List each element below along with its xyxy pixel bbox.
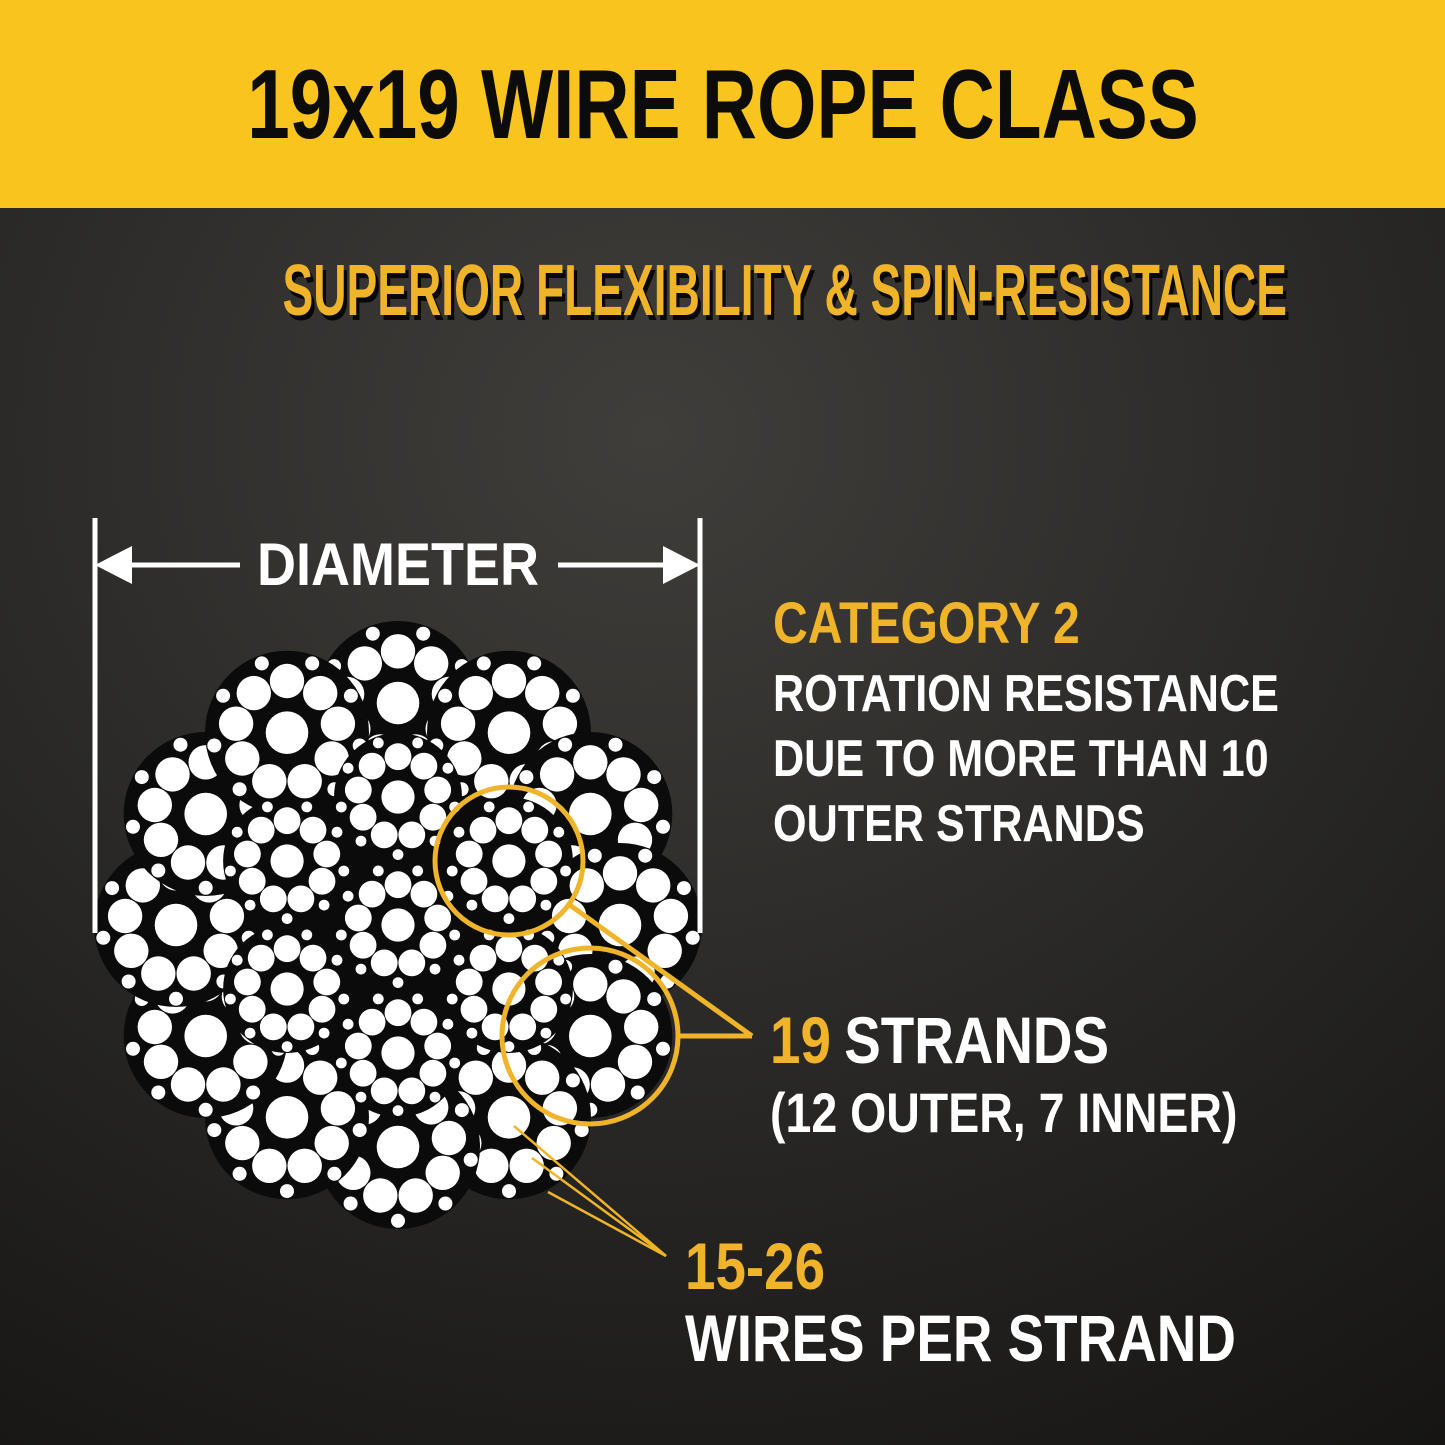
strand-pointer-line-1 — [565, 900, 754, 1039]
wire-pointer-line-2 — [531, 1156, 667, 1258]
strand-highlight-circle-inner — [432, 784, 586, 938]
page-title-text: 19x19 WIRE ROPE CLASS — [246, 48, 1199, 159]
wire-pointer-lines — [513, 1125, 667, 1258]
diameter-label-text: DIAMETER — [256, 531, 540, 598]
diameter-label: DIAMETER — [241, 530, 554, 599]
category-line-3-text: OUTER STRANDS — [773, 795, 1145, 853]
arrowhead-left-icon — [95, 546, 132, 584]
strands-breakdown-text: (12 OUTER, 7 INNER) — [770, 1081, 1238, 1144]
strand-pointer-lines — [565, 900, 754, 1039]
header-banner: 19x19 WIRE ROPE CLASS — [0, 0, 1445, 208]
page-title: 19x19 WIRE ROPE CLASS — [113, 48, 1333, 161]
arrowhead-right-icon — [663, 546, 700, 584]
category-description-line: ROTATION RESISTANCE — [773, 664, 1383, 724]
category-line-1-text: ROTATION RESISTANCE — [773, 665, 1279, 723]
category-title-text: CATEGORY 2 — [773, 591, 1080, 656]
category-description-line: DUE TO MORE THAN 10 — [773, 729, 1370, 789]
strands-count-label: STRANDS — [844, 1003, 1110, 1077]
wires-per-strand-value-text: 15-26 — [685, 1229, 826, 1303]
subtitle: SUPERIOR FLEXIBILITY & SPIN-RESISTANCE — [0, 250, 1445, 332]
wires-per-strand-label-text: WIRES PER STRAND — [685, 1301, 1236, 1375]
wire-pointer-line-3 — [547, 1190, 667, 1258]
rope-cross-section — [94, 621, 702, 1229]
diameter-dimension — [92, 518, 703, 933]
wires-per-strand-value: 15-26 — [685, 1228, 854, 1304]
strands-count-value: 19 — [770, 1003, 831, 1077]
wires-per-strand-label: WIRES PER STRAND — [685, 1300, 1349, 1376]
wire-pointer-line-1 — [513, 1125, 667, 1257]
subtitle-text: SUPERIOR FLEXIBILITY & SPIN-RESISTANCE — [282, 251, 1288, 331]
category-description-line: OUTER STRANDS — [773, 794, 1221, 854]
category-line-2-text: DUE TO MORE THAN 10 — [773, 730, 1269, 788]
strands-breakdown: (12 OUTER, 7 INNER) — [770, 1080, 1333, 1145]
category-title: CATEGORY 2 — [773, 590, 1143, 657]
